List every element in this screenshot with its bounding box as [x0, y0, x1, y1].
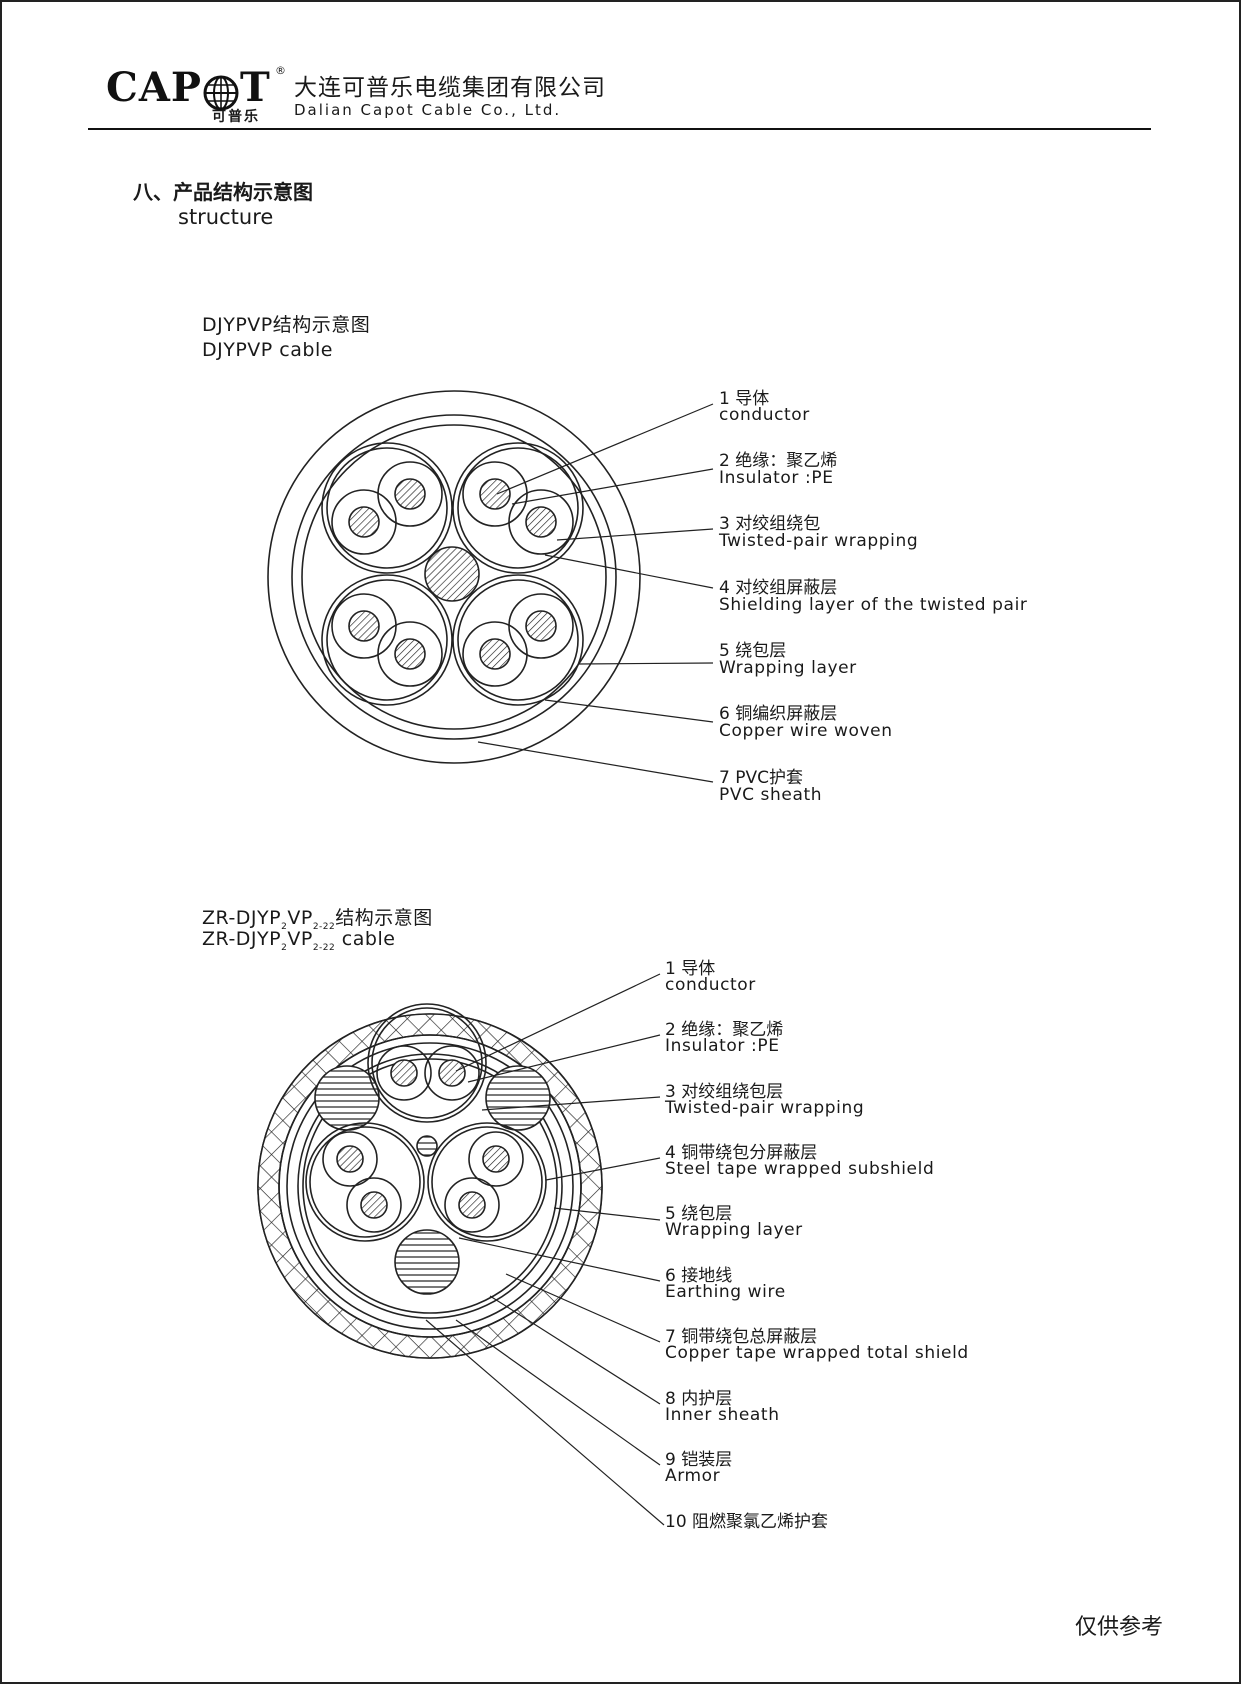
figure2-title-en: ZR-DJYP2VP2-22 cable [202, 928, 395, 953]
fig1-center-filler [424, 546, 480, 602]
fig2-label-2-cn: 2 绝缘：聚乙烯 [665, 1020, 784, 1040]
figure2-title-sub2: 2-22 [312, 921, 336, 932]
globe-icon [203, 75, 239, 110]
figure1-diagram [267, 390, 714, 783]
section-title-en: structure [178, 205, 274, 229]
fig1-pair-tl [321, 442, 453, 574]
section-title-cn: 八、产品结构示意图 [133, 180, 313, 204]
fig1-label-1-en: conductor [719, 405, 810, 425]
fig2-inner-sheath [286, 1042, 574, 1330]
fig1-label-4-cn: 4 对绞组屏蔽层 [719, 578, 838, 598]
figure2-title-sub1: 2 [281, 942, 288, 953]
fig1-label-3-en: Twisted-pair wrapping [719, 531, 919, 551]
fig2-label-1-en: conductor [665, 975, 756, 995]
fig2-label-7-en: Copper tape wrapped total shield [665, 1343, 969, 1363]
fig1-label-3-cn: 3 对绞组绕包 [719, 514, 821, 534]
company-name-en: Dalian Capot Cable Co., Ltd. [294, 101, 562, 119]
fig2-label-3-cn: 3 对绞组绕包层 [665, 1082, 784, 1102]
fig1-pair-br [452, 574, 584, 706]
figure2-title-cn-suffix: 结构示意图 [335, 907, 433, 929]
fig2-label-4-en: Steel tape wrapped subshield [665, 1159, 935, 1179]
fig2-label-9-cn: 9 铠装层 [665, 1450, 733, 1470]
fig2-label-8-cn: 8 内护层 [665, 1389, 733, 1409]
brand-suffix: T [239, 64, 271, 111]
fig1-pvc-sheath [267, 390, 641, 764]
fig1-label-2-cn: 2 绝缘：聚乙烯 [719, 451, 838, 471]
fig2-label-4-cn: 4 铜带绕包分屏蔽层 [665, 1143, 818, 1163]
fig1-label-1-cn: 1 导体 [719, 389, 770, 409]
fig2-label-3-en: Twisted-pair wrapping [665, 1098, 865, 1118]
fig2-wrapping-layer [302, 1058, 558, 1314]
fig2-label-8-en: Inner sheath [665, 1405, 780, 1425]
figure1-title-cn: DJYPVP结构示意图 [202, 314, 371, 336]
fig2-label-5-en: Wrapping layer [665, 1220, 803, 1240]
fig2-filler-bottom [394, 1229, 460, 1295]
fig1-label-6-en: Copper wire woven [719, 721, 893, 741]
fig2-leader-lines [425, 973, 665, 1526]
company-name-cn: 大连可普乐电缆集团有限公司 [294, 75, 606, 101]
brand-cn: 可普乐 [212, 109, 260, 125]
figure2-diagram [257, 973, 665, 1526]
fig1-leader-lines [477, 403, 714, 783]
figure2-title-mid: VP [287, 928, 313, 950]
fig1-label-5-en: Wrapping layer [719, 658, 857, 678]
fig1-pair-bl [321, 574, 453, 706]
header-divider [88, 128, 1151, 130]
fig2-label-2-en: Insulator :PE [665, 1036, 780, 1056]
fig1-pair-tr [452, 442, 584, 574]
fig1-wrapping-layer [301, 424, 607, 730]
fig2-label-6-en: Earthing wire [665, 1282, 786, 1302]
fig2-armor-inner [278, 1034, 582, 1338]
fig2-label-1-cn: 1 导体 [665, 959, 716, 979]
fig1-label-4-en: Shielding layer of the twisted pair [719, 595, 1028, 615]
fig2-label-9-en: Armor [665, 1466, 721, 1486]
fig1-copper-woven [291, 414, 617, 740]
fig1-label-2-en: Insulator :PE [719, 468, 834, 488]
fig2-pair-right [427, 1122, 547, 1242]
fig2-label-10-cn: 10 阻燃聚氯乙烯护套 [665, 1512, 829, 1532]
footer-note: 仅供参考 [1075, 1615, 1164, 1640]
figure2-title-prefix: ZR-DJYP [202, 907, 282, 929]
fig1-label-7-en: PVC sheath [719, 785, 823, 805]
figure2-title-cn: ZR-DJYP2VP2-22结构示意图 [202, 903, 433, 932]
registered-mark: ® [275, 64, 286, 77]
figure2-title-mid: VP [287, 907, 313, 929]
fig1-label-5-cn: 5 绕包层 [719, 641, 787, 661]
brand-prefix: CAP [106, 64, 202, 111]
fig2-pair-top [367, 1003, 487, 1123]
figure2-title-prefix: ZR-DJYP [202, 928, 282, 950]
figure2-title-en-suffix: cable [335, 928, 396, 950]
figure1-title-en: DJYPVP cable [202, 339, 333, 361]
fig2-filler-right [485, 1065, 551, 1131]
fig2-earthing-wire [416, 1135, 438, 1157]
brand-logo: CAP T [106, 64, 271, 119]
fig2-label-7-cn: 7 铜带绕包总屏蔽层 [665, 1327, 818, 1347]
fig2-pair-left [305, 1122, 425, 1242]
fig2-label-6-cn: 6 接地线 [665, 1266, 733, 1286]
fig2-total-shield [297, 1053, 563, 1319]
figure2-title-sub1: 2 [281, 921, 288, 932]
figure2-title-sub2: 2-22 [312, 942, 336, 953]
fig2-label-5-cn: 5 绕包层 [665, 1204, 733, 1224]
fig1-label-6-cn: 6 铜编织屏蔽层 [719, 704, 838, 724]
fig1-label-7-cn: 7 PVC护套 [719, 768, 803, 788]
